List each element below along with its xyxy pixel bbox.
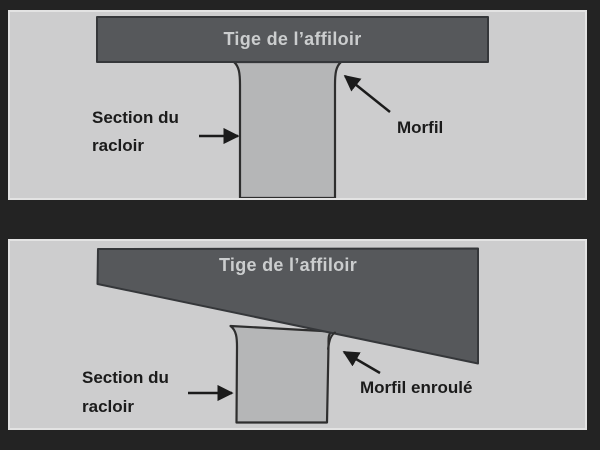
scraper-label-line2: racloir <box>82 397 134 416</box>
rolled-burr-curl <box>327 331 336 350</box>
scraper-label: Section du racloir <box>92 104 179 160</box>
rod-label: Tige de l’affiloir <box>218 255 358 275</box>
scraper-label: Section du racloir <box>82 363 169 421</box>
burnisher-rod-shape <box>96 247 479 365</box>
panel-bottom-figure <box>96 247 479 424</box>
burr-pointer-arrow <box>343 74 391 113</box>
panel-top-figure <box>96 16 489 198</box>
burr-label: Morfil enroulé <box>360 378 473 397</box>
scraper-label-line1: Section du <box>82 368 169 387</box>
rod-label: Tige de l’affiloir <box>223 29 362 49</box>
panel-burr-straight: Tige de l’affiloir Section du racloir Mo… <box>10 12 585 198</box>
scraper-label-line2: racloir <box>92 136 144 155</box>
panel-burr-rolled: Tige de l’affiloir Section du racloir Mo… <box>10 241 585 428</box>
scraper-section-shape <box>232 60 343 198</box>
burnisher-rod-shape <box>96 16 489 63</box>
scraper-label-line1: Section du <box>92 108 179 127</box>
scraper-section-shape <box>229 324 333 424</box>
burr-pointer-arrow <box>342 350 381 375</box>
burr-label: Morfil <box>397 118 444 137</box>
